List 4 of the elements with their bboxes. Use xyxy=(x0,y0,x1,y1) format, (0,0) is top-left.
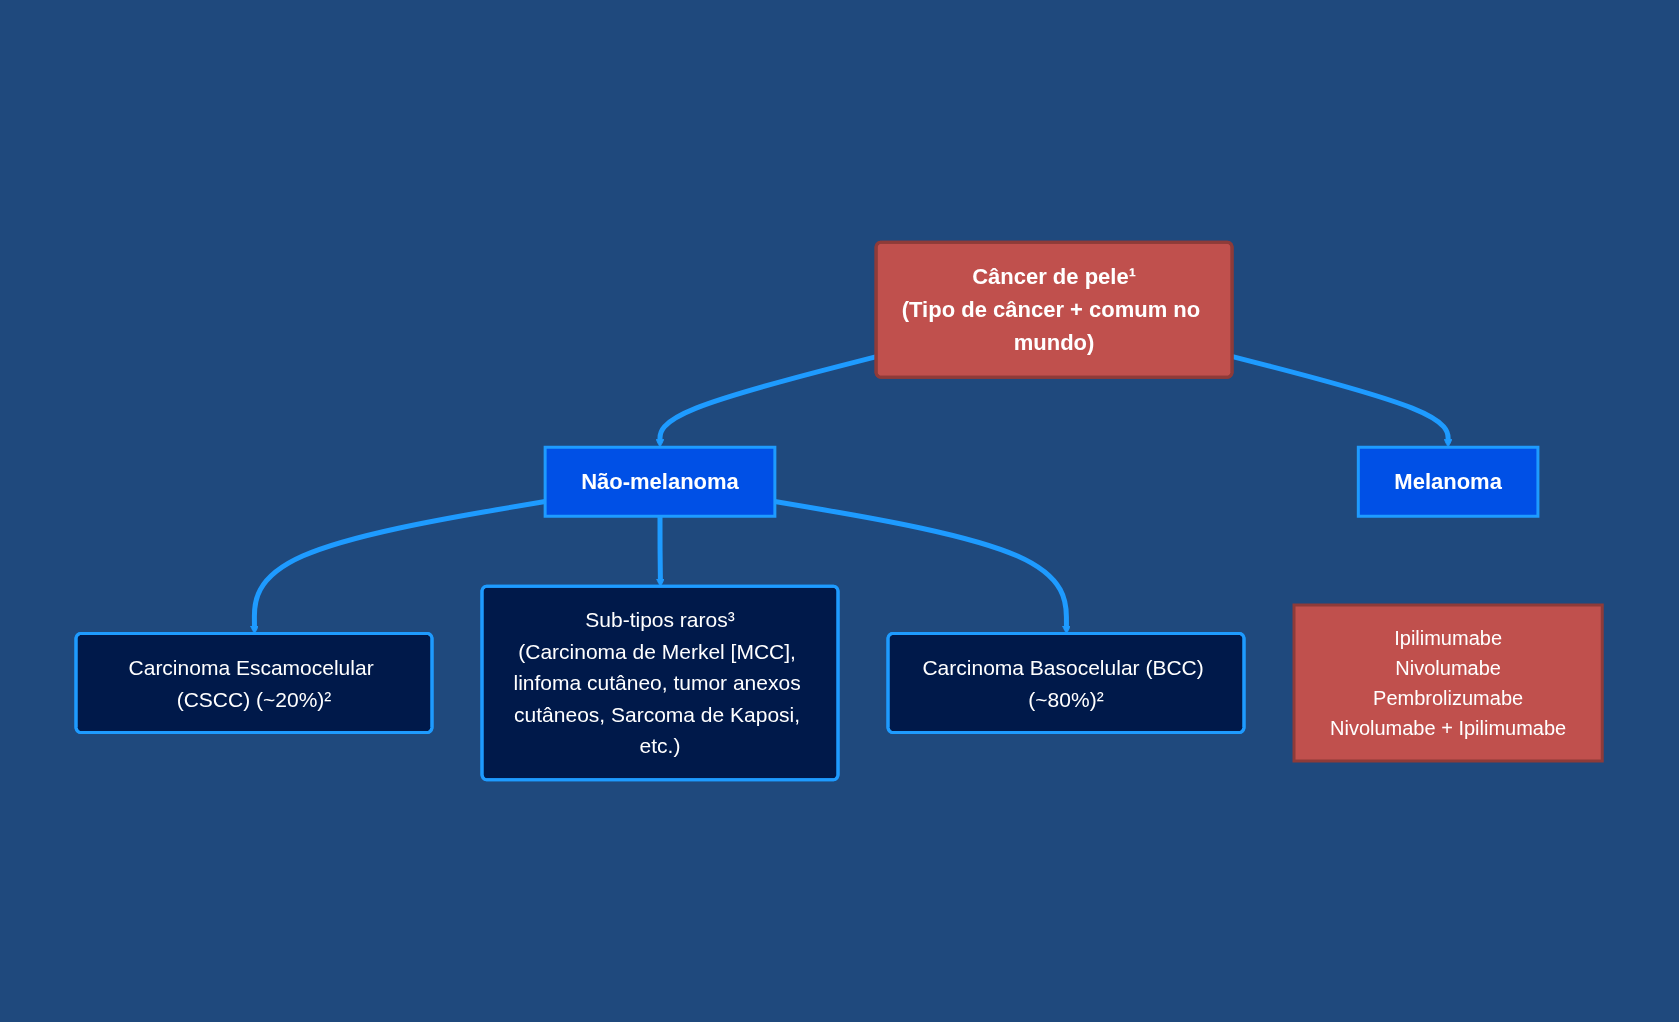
node-box: Não-melanoma xyxy=(544,445,777,518)
node-box: Melanoma xyxy=(1357,445,1540,518)
node-box: Ipilimumabe Nivolumabe Pembrolizumabe Nivolumabe + Ipilimumabe xyxy=(1292,603,1605,763)
arrow xyxy=(1232,354,1453,448)
